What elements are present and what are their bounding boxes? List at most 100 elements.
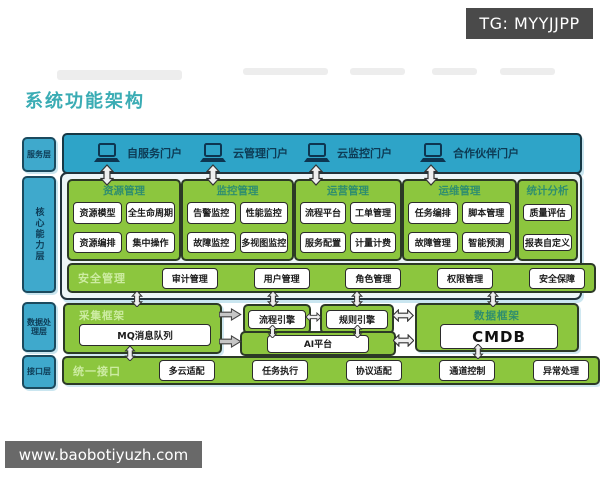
feature-chip: 安全保障 [528, 267, 585, 289]
feature-chip: 审计管理 [161, 267, 218, 289]
watermark-smudge [243, 68, 328, 75]
right-arrow-icon [219, 335, 242, 348]
feature-chip: MQ消息队列 [79, 324, 211, 346]
feature-chip: 资源模型 [73, 202, 122, 224]
feature-chip: 多云适配 [158, 360, 215, 381]
feature-chip: 角色管理 [345, 267, 402, 289]
layer-label-service: 服务层 [22, 137, 56, 172]
feature-chip: 性能监控 [239, 202, 288, 224]
double-arrow-icon [487, 291, 499, 307]
double-arrow-icon [206, 164, 220, 186]
feature-chip: 任务编排 [408, 202, 458, 224]
watermark-url-bar: www.baobotiyuzh.com [5, 441, 202, 468]
portal-cloud-mgmt: 云管理门户 [200, 139, 288, 167]
core-section-resource: 资源管理 资源模型 全生命周期 资源编排 集中操作 [67, 179, 181, 261]
layer-label-core-text: 核心能力层 [33, 207, 44, 262]
feature-chip: 服务配置 [300, 231, 346, 253]
feature-chip: 集中操作 [126, 231, 175, 253]
core-section-monitor: 监控管理 告警监控 性能监控 故障监控 多视图监控 [181, 179, 294, 261]
service-portal-band: 自服务门户 云管理门户 云监控门户 合作伙伴门户 [62, 133, 582, 174]
double-arrow-icon [131, 291, 143, 307]
feature-chip: 报表自定义 [523, 233, 572, 251]
laptop-icon [304, 143, 330, 163]
portal-label: 云监控门户 [337, 147, 392, 160]
feature-chip: 通道控制 [439, 360, 496, 381]
double-arrow-icon [309, 164, 323, 186]
feature-chip: 权限管理 [437, 267, 494, 289]
feature-chip: 脚本管理 [461, 202, 511, 224]
feature-chip: 故障管理 [408, 231, 458, 253]
portal-label: 自服务门户 [127, 147, 182, 160]
core-section-operation: 运营管理 流程平台 工单管理 服务配置 计量计费 [294, 179, 402, 261]
unified-interface-row: 统一接口 多云适配 任务执行 协议适配 通道控制 异常处理 [62, 356, 600, 385]
security-management-row: 安全管理 审计管理 用户管理 角色管理 权限管理 安全保障 [67, 263, 596, 293]
section-title: 运维管理 [438, 185, 481, 197]
double-arrow-icon [472, 344, 484, 359]
layer-label-core: 核心能力层 [22, 176, 56, 293]
core-capability-container: 资源管理 资源模型 全生命周期 资源编排 集中操作 监控管理 告警监控 性能监控… [60, 172, 596, 300]
feature-chip: 全生命周期 [126, 202, 175, 224]
right-arrow-icon [219, 308, 242, 321]
feature-chip: 异常处理 [532, 360, 589, 381]
section-title: 资源管理 [103, 185, 145, 197]
portal-label: 合作伙伴门户 [453, 147, 519, 160]
layer-label-interface-text: 接口层 [27, 367, 51, 377]
feature-chip: 故障监控 [187, 231, 236, 253]
feature-chip: 智能预测 [461, 231, 511, 253]
watermark-smudge [500, 68, 555, 75]
core-section-statistics: 统计分析 质量评估 报表自定义 [517, 179, 578, 261]
double-arrow-icon [424, 164, 438, 186]
laptop-icon [200, 143, 226, 163]
feature-chip: 协议适配 [345, 360, 402, 381]
row-title: 安全管理 [78, 272, 126, 285]
watermark-smudge [350, 68, 405, 75]
portal-partner: 合作伙伴门户 [420, 139, 519, 167]
laptop-icon [94, 143, 120, 163]
double-arrow-horizontal-icon [392, 309, 414, 322]
watermark-url-text: www.baobotiyuzh.com [18, 445, 189, 464]
page-title: 系统功能架构 [25, 91, 145, 112]
box-title: 数据框架 [474, 310, 520, 322]
laptop-icon [420, 143, 446, 163]
double-arrow-icon [100, 164, 114, 186]
telegram-badge-text: TG: MYYJJPP [479, 14, 580, 33]
feature-chip: 告警监控 [187, 202, 236, 224]
process-engine-box: 流程引擎 [243, 304, 311, 334]
feature-chip: 质量评估 [523, 203, 572, 221]
watermark-smudge [57, 70, 182, 80]
layer-label-interface: 接口层 [22, 355, 56, 389]
feature-chip: 任务执行 [252, 360, 309, 381]
feature-chip: 资源编排 [73, 231, 122, 253]
double-arrow-icon [267, 291, 279, 307]
double-arrow-icon [351, 291, 363, 307]
double-arrow-icon [124, 346, 136, 361]
section-title: 监控管理 [216, 185, 259, 197]
layer-label-service-text: 服务层 [27, 149, 51, 159]
feature-chip: AI平台 [267, 334, 369, 353]
feature-chip: 工单管理 [350, 202, 396, 224]
feature-chip: CMDB [440, 324, 558, 349]
collect-framework-box: 采集框架 MQ消息队列 [63, 303, 222, 354]
telegram-badge: TG: MYYJJPP [466, 8, 593, 39]
box-title: 采集框架 [79, 310, 125, 322]
portal-self-service: 自服务门户 [94, 139, 182, 167]
feature-chip: 用户管理 [253, 267, 310, 289]
double-arrow-icon [352, 325, 363, 338]
watermark-smudge [432, 68, 477, 75]
ai-platform-box: AI平台 [240, 331, 396, 356]
layer-label-data: 数据处理层 [22, 302, 56, 352]
row-title: 统一接口 [73, 364, 121, 378]
portal-label: 云管理门户 [233, 147, 288, 160]
feature-chip: 计量计费 [350, 231, 396, 253]
double-arrow-horizontal-icon [393, 334, 414, 347]
feature-chip: 多视图监控 [239, 231, 288, 253]
feature-chip: 流程平台 [300, 202, 346, 224]
section-title: 统计分析 [526, 185, 569, 197]
layer-label-data-text: 数据处理层 [27, 317, 51, 336]
data-framework-box: 数据框架 CMDB [415, 303, 579, 352]
core-section-maintenance: 运维管理 任务编排 脚本管理 故障管理 智能预测 [402, 179, 517, 261]
feature-chip: 流程引擎 [248, 309, 306, 329]
double-arrow-horizontal-icon [306, 311, 321, 323]
portal-cloud-monitor: 云监控门户 [304, 139, 392, 167]
section-title: 运营管理 [327, 185, 369, 197]
